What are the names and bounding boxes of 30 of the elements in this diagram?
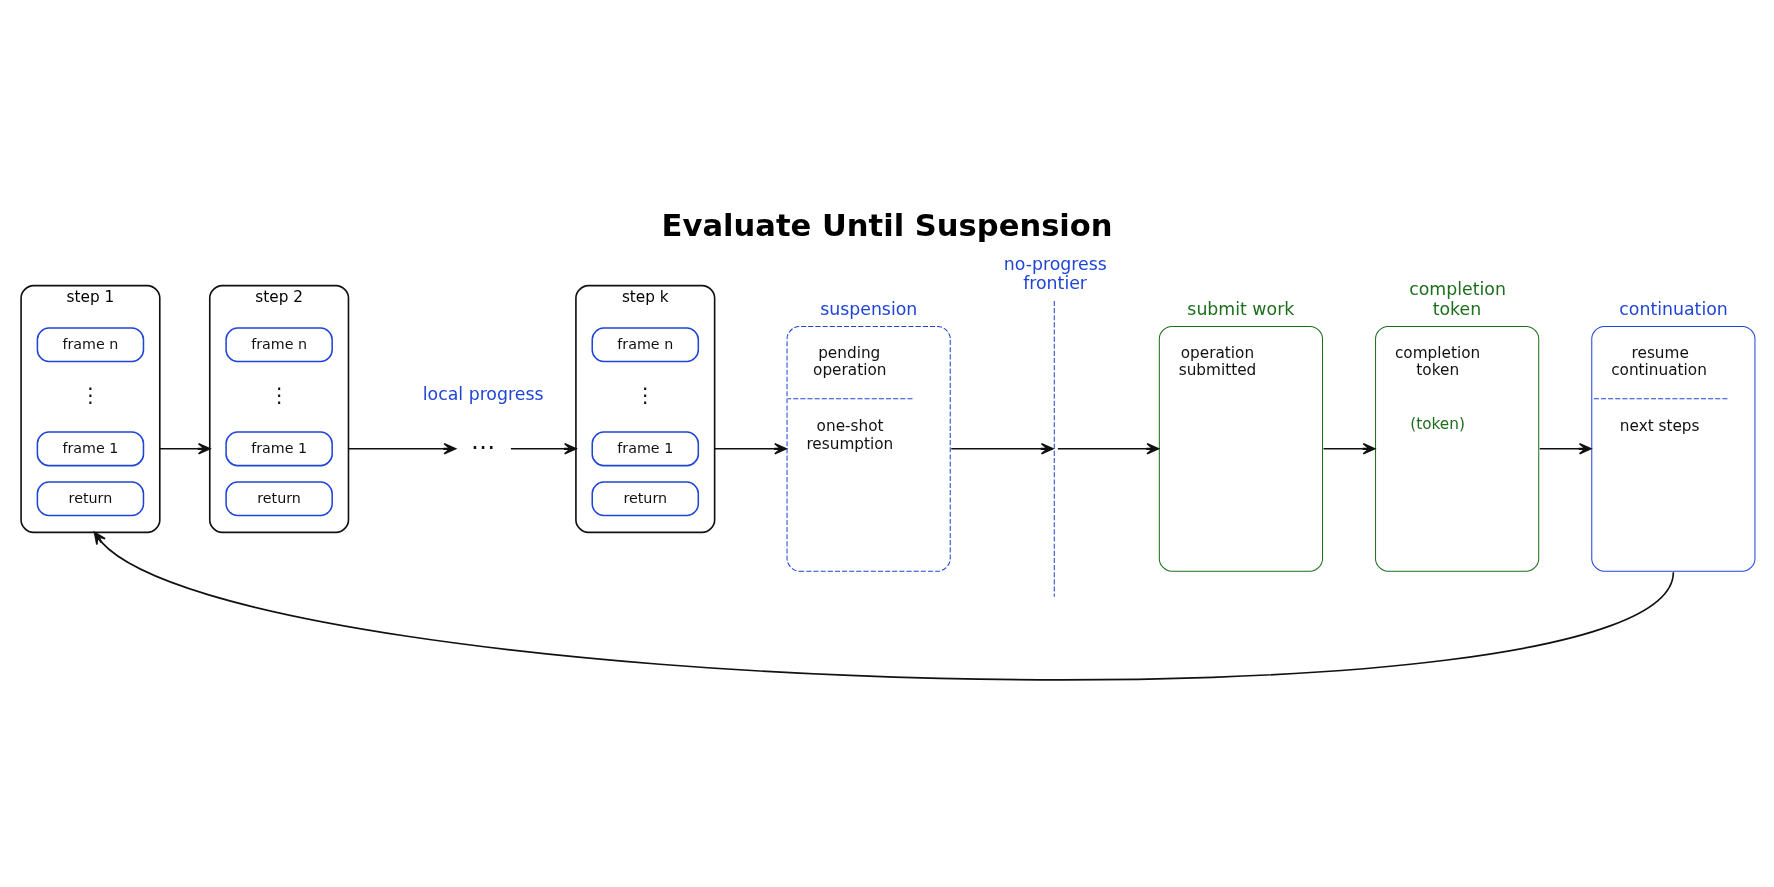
arrow	[1538, 442, 1592, 455]
node-box: frame 1	[36, 430, 145, 466]
label: ⋮	[268, 382, 290, 407]
node-box: return	[225, 480, 333, 516]
arrow	[158, 442, 211, 455]
diagram-title: Evaluate Until Suspension	[661, 207, 1113, 243]
node-box: operation submitted	[1158, 325, 1323, 572]
node-box: return	[36, 480, 145, 516]
node-box: frame n	[225, 326, 333, 362]
label: ⋮	[80, 382, 101, 407]
node-box: frame n	[591, 326, 700, 362]
node-label: submit work	[1187, 298, 1295, 319]
node-box: frame 1	[225, 430, 333, 466]
node-box: completion token (token)	[1375, 325, 1540, 572]
node-label: completion token	[1409, 278, 1506, 319]
node-label: suspension	[820, 298, 918, 319]
node-label: continuation	[1619, 298, 1728, 319]
node-text: no-progress frontier	[1003, 253, 1107, 293]
label: ⋮	[635, 382, 656, 407]
node-box: frame n	[36, 326, 145, 362]
arrow	[713, 442, 787, 455]
arrow	[950, 442, 1054, 455]
arrow	[1057, 442, 1160, 455]
node-box: return	[591, 480, 700, 516]
arrow	[510, 442, 577, 455]
node-box: frame 1	[591, 430, 700, 466]
label: local progress	[422, 383, 544, 404]
arrow	[347, 442, 457, 455]
node-text: ⋯	[470, 431, 496, 461]
arrow	[1322, 442, 1376, 455]
